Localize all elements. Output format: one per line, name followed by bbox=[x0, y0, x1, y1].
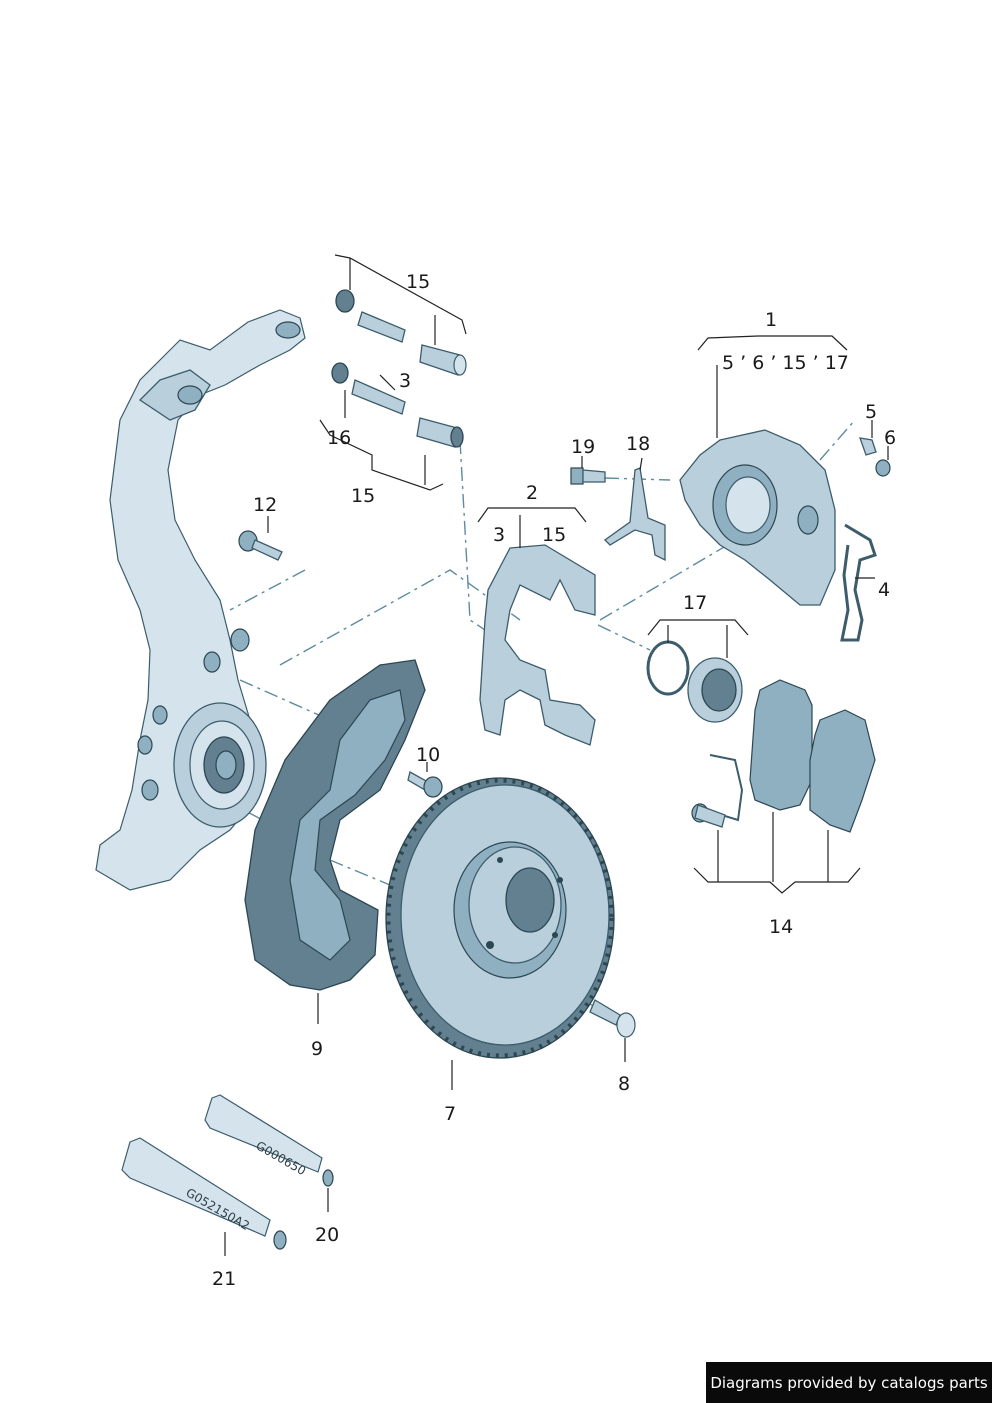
knuckle-bolt bbox=[238, 530, 283, 561]
callout-labels: 15 3 16 15 12 1 5 ’ 6 ’ 15 ’ 17 19 18 5 … bbox=[212, 271, 896, 1290]
callout-16: 16 bbox=[327, 427, 351, 449]
callout-21: 21 bbox=[212, 1268, 236, 1290]
callout-3: 3 bbox=[399, 370, 411, 392]
grease-tube-20: G000650 bbox=[204, 1094, 334, 1187]
callout-20: 20 bbox=[315, 1224, 339, 1246]
brake-disc bbox=[385, 777, 615, 1059]
bleeder-valve bbox=[859, 437, 891, 477]
wheel-hub bbox=[173, 702, 267, 828]
callout-9: 9 bbox=[311, 1038, 323, 1060]
callout-2: 2 bbox=[526, 482, 538, 504]
shield-bolt bbox=[407, 771, 443, 798]
credit-text: Diagrams provided by catalogs parts bbox=[710, 1373, 988, 1392]
callout-17: 17 bbox=[683, 592, 707, 614]
piston-seals bbox=[646, 640, 743, 723]
callout-2-sub-15: 15 bbox=[542, 524, 566, 546]
callout-6: 6 bbox=[884, 427, 896, 449]
callout-10: 10 bbox=[416, 744, 440, 766]
callout-18: 18 bbox=[626, 433, 650, 455]
guide-pins bbox=[331, 289, 467, 448]
callout-19: 19 bbox=[571, 436, 595, 458]
callout-15-top: 15 bbox=[406, 271, 430, 293]
callout-7: 7 bbox=[444, 1103, 456, 1125]
callout-2-sub-3: 3 bbox=[493, 524, 505, 546]
callout-1: 1 bbox=[765, 309, 777, 331]
callout-5: 5 bbox=[865, 401, 877, 423]
spring-clip bbox=[840, 523, 877, 642]
callout-4: 4 bbox=[878, 579, 890, 601]
leader-lines bbox=[224, 254, 889, 1256]
callout-8: 8 bbox=[618, 1073, 630, 1095]
callout-12: 12 bbox=[253, 494, 277, 516]
callout-15-bottom: 15 bbox=[351, 485, 375, 507]
callout-1-subitems: 5 ’ 6 ’ 15 ’ 17 bbox=[722, 352, 849, 374]
credit-banner: Diagrams provided by catalogs parts bbox=[706, 1362, 992, 1403]
splash-shield bbox=[244, 659, 426, 991]
bracket-bolt bbox=[570, 467, 606, 485]
caliper-carrier bbox=[479, 544, 596, 746]
callout-14: 14 bbox=[769, 916, 793, 938]
mounting-bracket bbox=[603, 467, 666, 562]
disc-screw bbox=[589, 999, 636, 1038]
brake-pads bbox=[691, 679, 876, 833]
brake-caliper bbox=[679, 429, 836, 606]
